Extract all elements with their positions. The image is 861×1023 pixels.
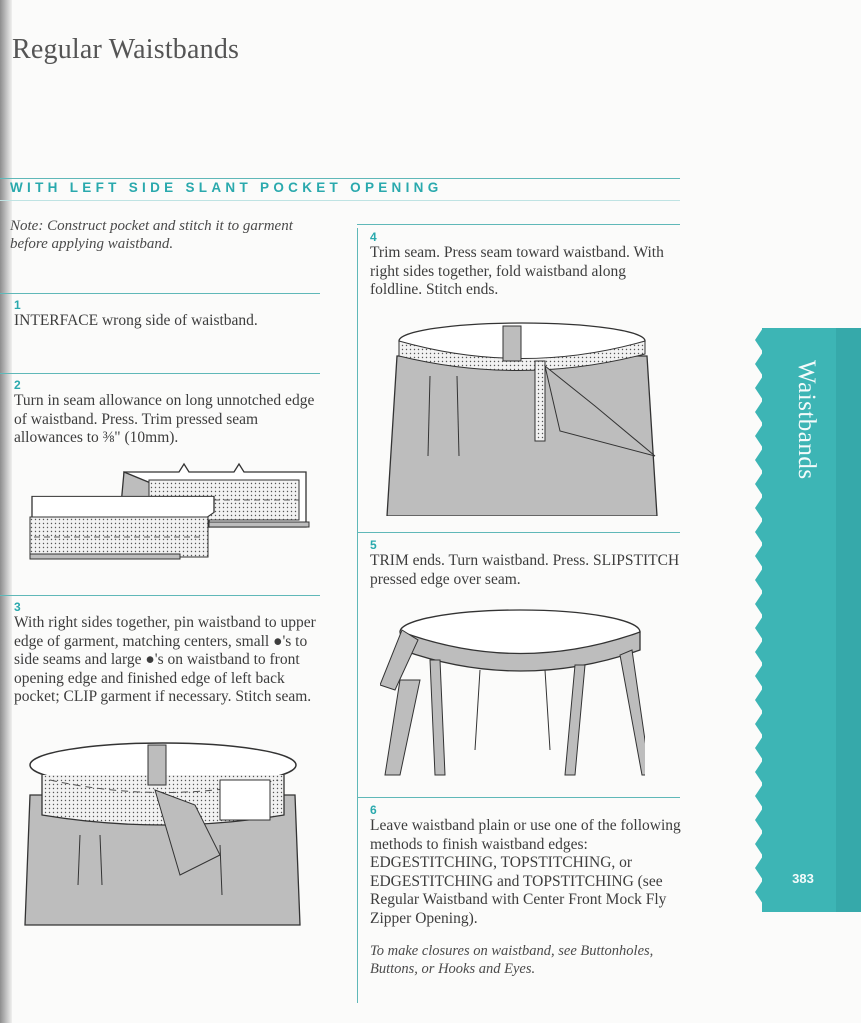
step-text: TRIM ends. Turn waistband. Press. SLIPST… — [370, 552, 680, 588]
step-2-rule — [0, 373, 320, 374]
step-text: INTERFACE wrong side of waistband. — [14, 312, 258, 329]
construction-note: Note: Construct pocket and stitch it to … — [10, 218, 293, 252]
thumb-tab-edge — [836, 328, 861, 912]
step-3-illustration — [24, 742, 301, 926]
closures-footnote: To make closures on waistband, see Butto… — [370, 943, 654, 977]
step-text: Leave waistband plain or use one of the … — [370, 817, 681, 927]
step-5-illustration — [380, 609, 645, 776]
section-rule-bottom — [0, 200, 680, 201]
step-4-illustration — [386, 322, 658, 516]
step-5-rule — [357, 532, 680, 533]
step-5: 5 TRIM ends. Turn waistband. Press. SLIP… — [370, 538, 680, 589]
step-text: Trim seam. Press seam toward waistband. … — [370, 244, 664, 298]
right-column-bar — [357, 228, 358, 1003]
step-text: With right sides together, pin waistband… — [14, 614, 316, 705]
step-number: 4 — [370, 230, 377, 244]
step-3: 3 With right sides together, pin waistba… — [14, 600, 324, 707]
step-number: 2 — [14, 378, 21, 392]
step-4: 4 Trim seam. Press seam toward waistband… — [370, 230, 680, 300]
page-number: 383 — [792, 871, 814, 886]
step-6-rule — [357, 797, 680, 798]
step-number: 6 — [370, 803, 377, 817]
page-title: Regular Waistbands — [12, 34, 240, 65]
step-3-rule — [0, 595, 320, 596]
step-1: 1 INTERFACE wrong side of waistband. — [14, 298, 319, 331]
step-2-illustration — [29, 462, 310, 560]
book-spine-shadow — [0, 0, 12, 1023]
step-1-rule — [0, 293, 320, 294]
step-4-rule — [357, 224, 680, 225]
step-2: 2 Turn in seam allowance on long unnotch… — [14, 378, 319, 448]
step-number: 3 — [14, 600, 21, 614]
section-rule-top — [0, 178, 680, 179]
step-text: Turn in seam allowance on long unnotched… — [14, 392, 315, 446]
thumb-tab-label: Waistbands — [793, 360, 820, 480]
step-number: 1 — [14, 298, 21, 312]
step-number: 5 — [370, 538, 377, 552]
step-6: 6 Leave waistband plain or use one of th… — [370, 803, 685, 978]
section-heading: WITH LEFT SIDE SLANT POCKET OPENING — [10, 180, 443, 195]
